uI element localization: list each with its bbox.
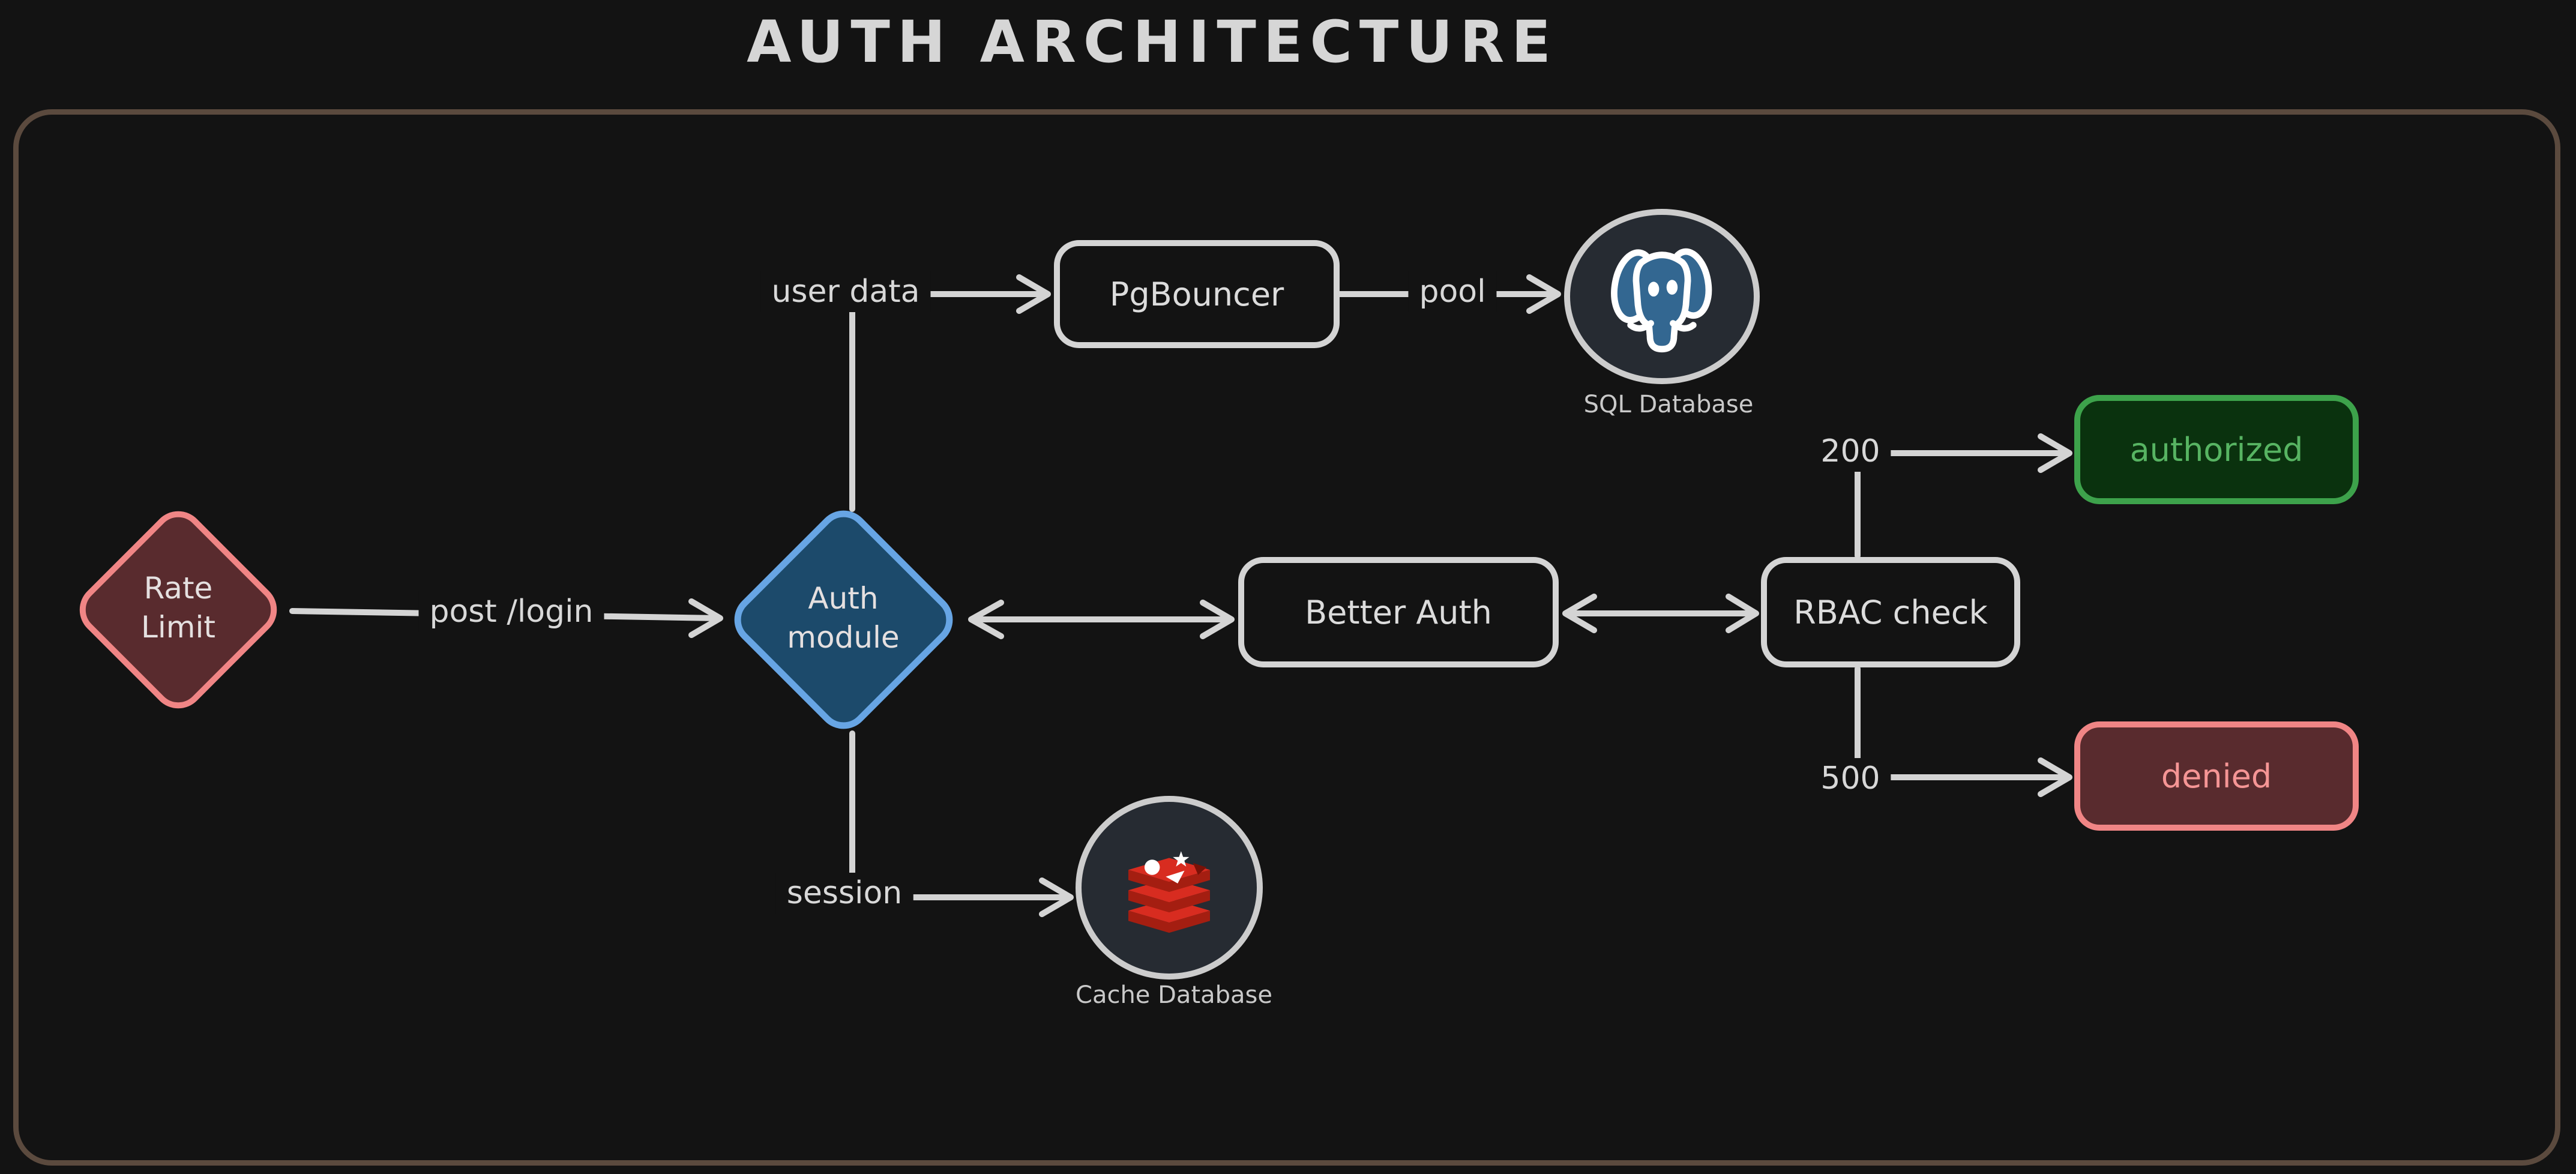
- postgresql-elephant-icon: [1611, 248, 1712, 353]
- edge-better-auth-rbac[interactable]: [1562, 594, 1759, 633]
- edge-label-session: session: [775, 873, 913, 914]
- rate-limit-label: Rate Limit: [141, 569, 215, 647]
- node-better-auth[interactable]: Better Auth: [1238, 557, 1559, 667]
- node-denied[interactable]: denied: [2074, 721, 2359, 831]
- rbac-check-label: RBAC check: [1793, 593, 1988, 631]
- auth-module-label: Auth module: [787, 579, 899, 657]
- node-pgbouncer[interactable]: PgBouncer: [1054, 240, 1340, 348]
- edge-label-pool: pool: [1408, 271, 1497, 312]
- node-sql-database[interactable]: [1564, 209, 1760, 384]
- pgbouncer-label: PgBouncer: [1109, 275, 1284, 313]
- edge-label-post-login: post /login: [418, 591, 604, 632]
- sql-database-caption: SQL Database: [1583, 391, 1754, 418]
- redis-stack-icon: [1128, 851, 1210, 933]
- rate-limit-label-line2: Limit: [141, 610, 215, 645]
- diagram-frame: [13, 109, 2560, 1166]
- node-cache-database[interactable]: [1076, 796, 1263, 980]
- node-authorized[interactable]: authorized: [2074, 395, 2359, 504]
- auth-module-label-line2: module: [787, 620, 900, 655]
- cache-database-caption: Cache Database: [1076, 981, 1272, 1009]
- auth-module-label-line1: Auth: [808, 581, 879, 616]
- edge-auth-better-auth[interactable]: [968, 600, 1235, 639]
- rate-limit-label-line1: Rate: [143, 571, 213, 606]
- edge-label-500: 500: [1810, 758, 1891, 799]
- better-auth-label: Better Auth: [1305, 593, 1492, 631]
- node-rbac-check[interactable]: RBAC check: [1761, 557, 2020, 667]
- edge-label-user-data: user data: [760, 271, 931, 312]
- edge-label-200: 200: [1810, 431, 1891, 472]
- diagram-title: AUTH ARCHITECTURE: [747, 8, 1558, 76]
- denied-label: denied: [2161, 757, 2272, 795]
- authorized-label: authorized: [2129, 430, 2304, 469]
